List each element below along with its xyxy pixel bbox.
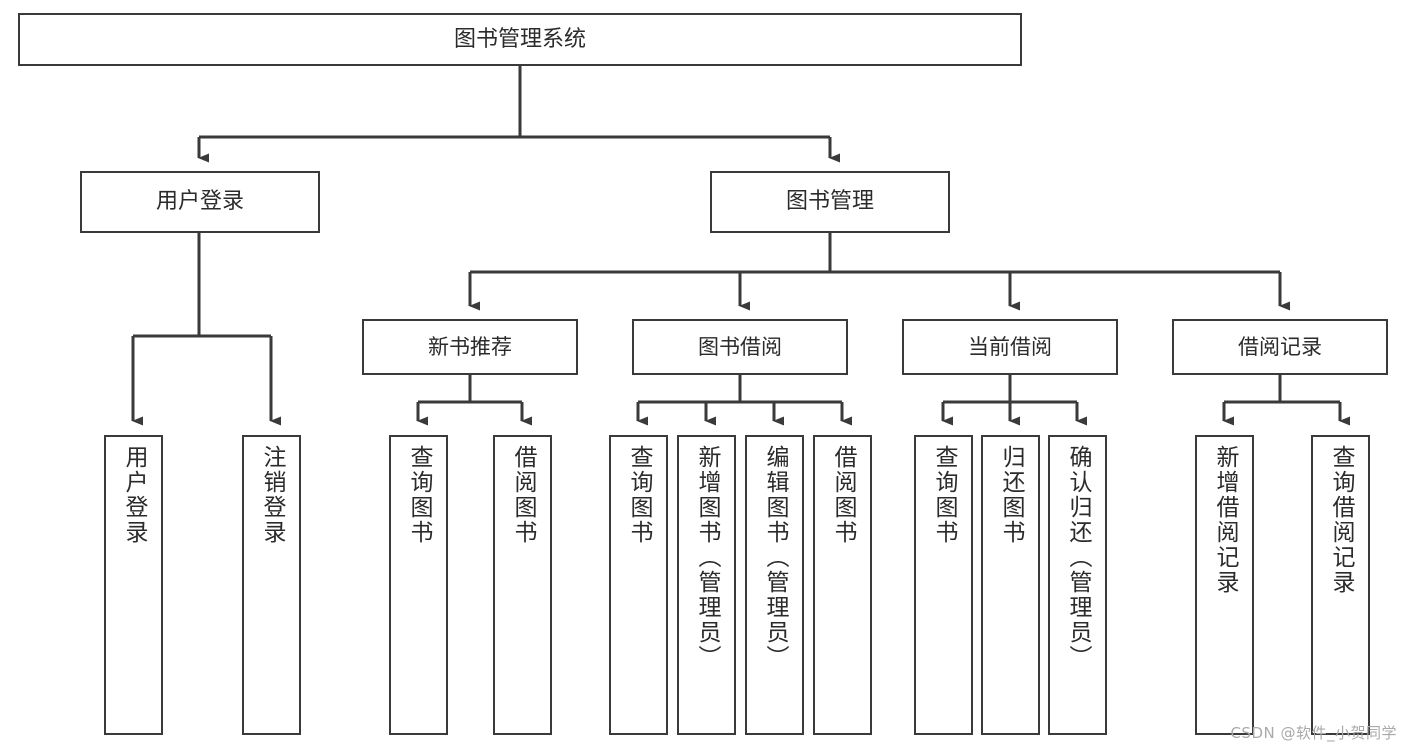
node-leaf-logout-login-label: 注销登录 — [259, 445, 285, 545]
node-leaf-add-record[interactable]: 新增借阅记录 — [1195, 435, 1254, 735]
node-book-manage[interactable]: 图书管理 — [710, 171, 950, 233]
node-leaf-edit-book-label: 编辑图书（管理员） — [762, 445, 788, 670]
node-leaf-return-book[interactable]: 归还图书 — [981, 435, 1040, 735]
node-leaf-query-record[interactable]: 查询借阅记录 — [1311, 435, 1370, 735]
node-leaf-add-book-label: 新增图书（管理员） — [694, 445, 720, 670]
node-leaf-query-book-3-label: 查询图书 — [931, 445, 957, 545]
node-leaf-query-book-3[interactable]: 查询图书 — [914, 435, 973, 735]
node-leaf-add-record-label: 新增借阅记录 — [1212, 445, 1238, 595]
node-leaf-logout-login[interactable]: 注销登录 — [242, 435, 301, 735]
node-leaf-user-login[interactable]: 用户登录 — [104, 435, 163, 735]
node-book-borrow-label: 图书借阅 — [698, 334, 782, 359]
node-leaf-query-book-1-label: 查询图书 — [406, 445, 432, 545]
node-leaf-borrow-book-2[interactable]: 借阅图书 — [813, 435, 872, 735]
node-leaf-add-book[interactable]: 新增图书（管理员） — [677, 435, 736, 735]
node-root[interactable]: 图书管理系统 — [18, 13, 1022, 66]
csdn-watermark: CSDN @软件_小贺同学 — [1230, 724, 1397, 742]
node-leaf-query-book-2[interactable]: 查询图书 — [609, 435, 668, 735]
node-leaf-confirm-return-label: 确认归还（管理员） — [1065, 445, 1091, 670]
node-current-borrow-label: 当前借阅 — [968, 334, 1052, 359]
node-user-login-label: 用户登录 — [155, 189, 244, 215]
node-new-book-recommend[interactable]: 新书推荐 — [362, 319, 578, 375]
node-leaf-query-record-label: 查询借阅记录 — [1328, 445, 1354, 595]
node-root-label: 图书管理系统 — [453, 26, 586, 52]
node-borrow-record[interactable]: 借阅记录 — [1172, 319, 1388, 375]
node-leaf-edit-book[interactable]: 编辑图书（管理员） — [745, 435, 804, 735]
node-leaf-return-book-label: 归还图书 — [998, 445, 1024, 545]
node-leaf-borrow-book-1[interactable]: 借阅图书 — [493, 435, 552, 735]
node-leaf-confirm-return[interactable]: 确认归还（管理员） — [1048, 435, 1107, 735]
node-current-borrow[interactable]: 当前借阅 — [902, 319, 1118, 375]
node-leaf-query-book-2-label: 查询图书 — [626, 445, 652, 545]
node-borrow-record-label: 借阅记录 — [1238, 334, 1322, 359]
node-user-login[interactable]: 用户登录 — [80, 171, 320, 233]
node-book-manage-label: 图书管理 — [785, 189, 874, 215]
node-leaf-query-book-1[interactable]: 查询图书 — [389, 435, 448, 735]
node-new-book-recommend-label: 新书推荐 — [428, 334, 512, 359]
node-leaf-user-login-label: 用户登录 — [121, 445, 147, 545]
node-book-borrow[interactable]: 图书借阅 — [632, 319, 848, 375]
node-leaf-borrow-book-2-label: 借阅图书 — [830, 445, 856, 545]
node-leaf-borrow-book-1-label: 借阅图书 — [510, 445, 536, 545]
